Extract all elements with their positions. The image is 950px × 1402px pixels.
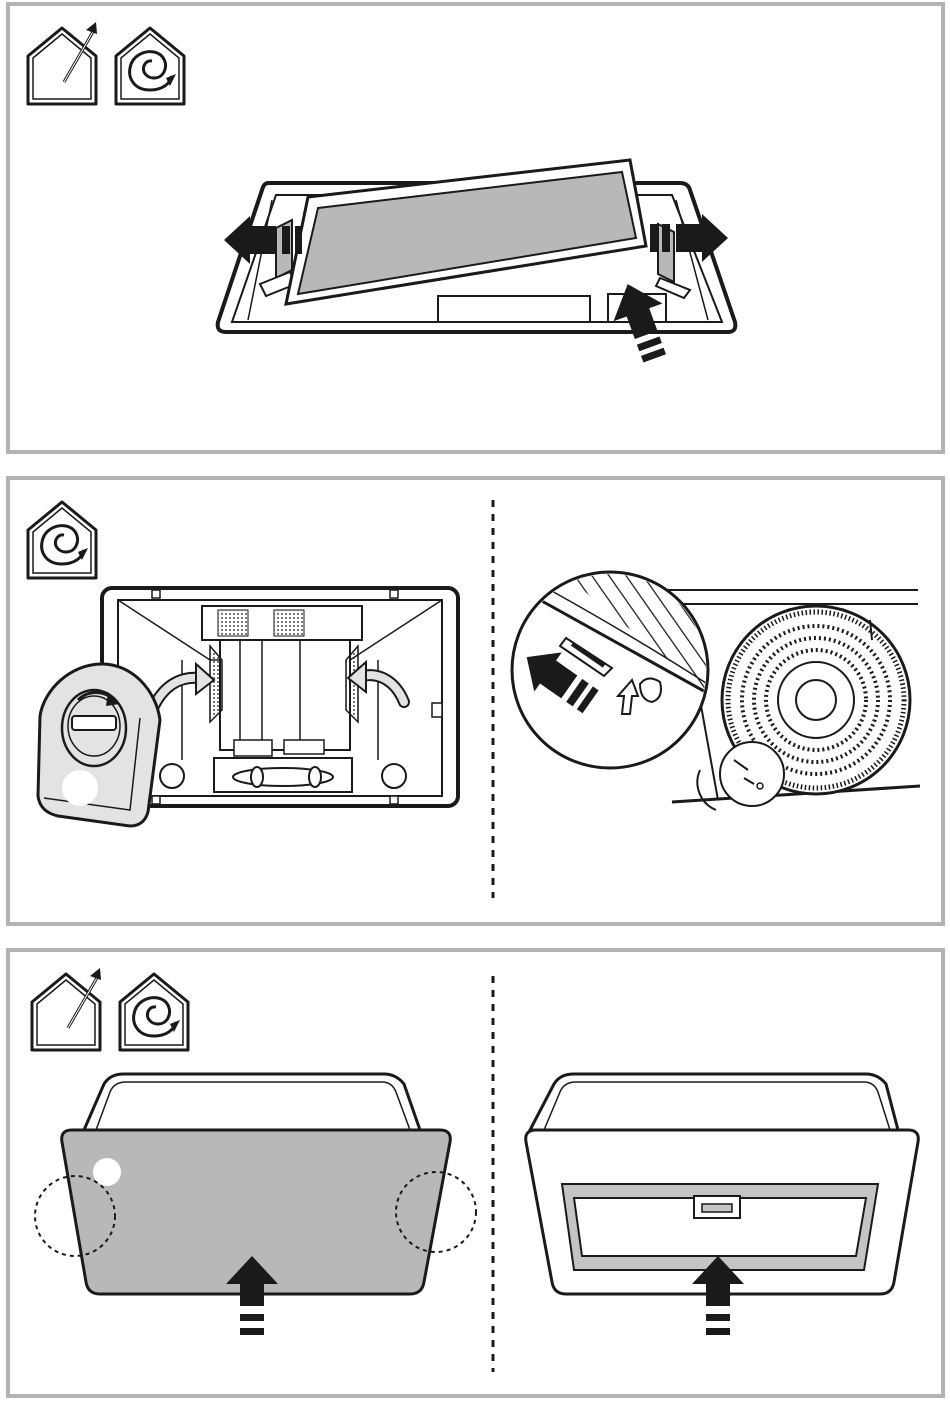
panel-2 — [8, 478, 943, 924]
panel-3 — [8, 950, 943, 1396]
carbon-filter-twist-on-blower — [38, 588, 458, 826]
panel-1 — [8, 4, 943, 452]
